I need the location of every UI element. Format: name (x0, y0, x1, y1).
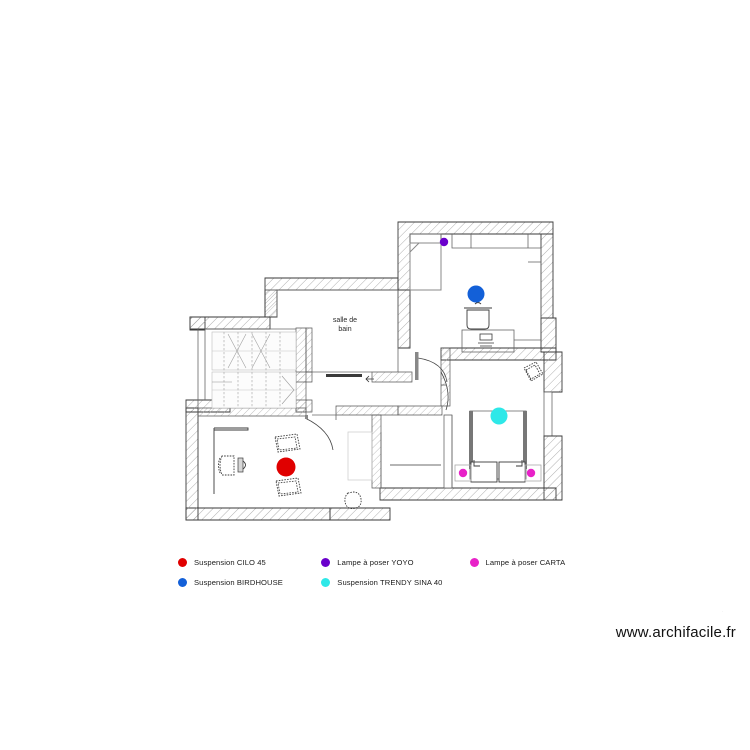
legend-dot-carta (469, 557, 479, 567)
legend-label-cilo-45: Suspension CILO 45 (194, 557, 266, 567)
legend-label-yoyo: Lampe à poser YOYO (337, 557, 414, 567)
exterior-walls (185, 221, 563, 521)
light-markers-layer (276, 237, 536, 478)
room-labels: salle de bain (333, 317, 357, 333)
legend-label-trendy-sina-40: Suspension TRENDY SINA 40 (337, 577, 443, 587)
carta-marker-r[interactable] (526, 468, 536, 478)
armchair-icon (523, 361, 544, 382)
sina-marker[interactable] (490, 407, 508, 425)
interior-walls (197, 289, 453, 489)
legend-item-birdhouse[interactable]: Suspension BIRDHOUSE (178, 577, 321, 587)
legend-dot-birdhouse (178, 577, 187, 587)
yoyo-marker[interactable] (439, 237, 449, 247)
legend-label-carta: Lampe à poser CARTA (485, 557, 566, 567)
staircase (211, 331, 297, 409)
watermark-url: www.archifacile.fr (615, 624, 736, 641)
legend-item-carta[interactable]: Lampe à poser CARTA (469, 557, 598, 567)
legend-dot-cilo-45 (178, 557, 187, 567)
pot-icon (464, 302, 492, 330)
console-table (213, 427, 249, 494)
cilo-45-marker[interactable] (276, 457, 296, 477)
carta-marker-l[interactable] (458, 468, 468, 478)
legend-item-cilo-45[interactable]: Suspension CILO 45 (178, 557, 321, 567)
legend-dot-trendy-sina-40 (321, 577, 331, 587)
stove-icon (478, 333, 494, 347)
legend-label-birdhouse: Suspension BIRDHOUSE (194, 577, 283, 587)
chair-icon (218, 455, 235, 476)
legend-row: Suspension CILO 45 Lampe à poser YOYO La… (178, 552, 598, 572)
legend-row: Suspension BIRDHOUSE Suspension TRENDY S… (178, 572, 598, 592)
legend: Suspension CILO 45 Lampe à poser YOYO La… (178, 552, 598, 592)
plant-icon (344, 491, 362, 510)
dining-set (274, 433, 302, 497)
birdhouse-marker[interactable] (467, 285, 485, 303)
doors-swings (304, 352, 449, 451)
room-label-salle-de-bain-line1: salle de (333, 317, 357, 324)
wardrobe (409, 242, 442, 291)
legend-item-yoyo[interactable]: Lampe à poser YOYO (321, 557, 469, 567)
room-label-salle-de-bain-line2: bain (338, 326, 351, 333)
micro-scale-note: . (721, 609, 723, 613)
legend-item-trendy-sina-40[interactable]: Suspension TRENDY SINA 40 (321, 577, 469, 587)
nightstand (454, 464, 542, 482)
legend-dot-yoyo (321, 557, 331, 567)
